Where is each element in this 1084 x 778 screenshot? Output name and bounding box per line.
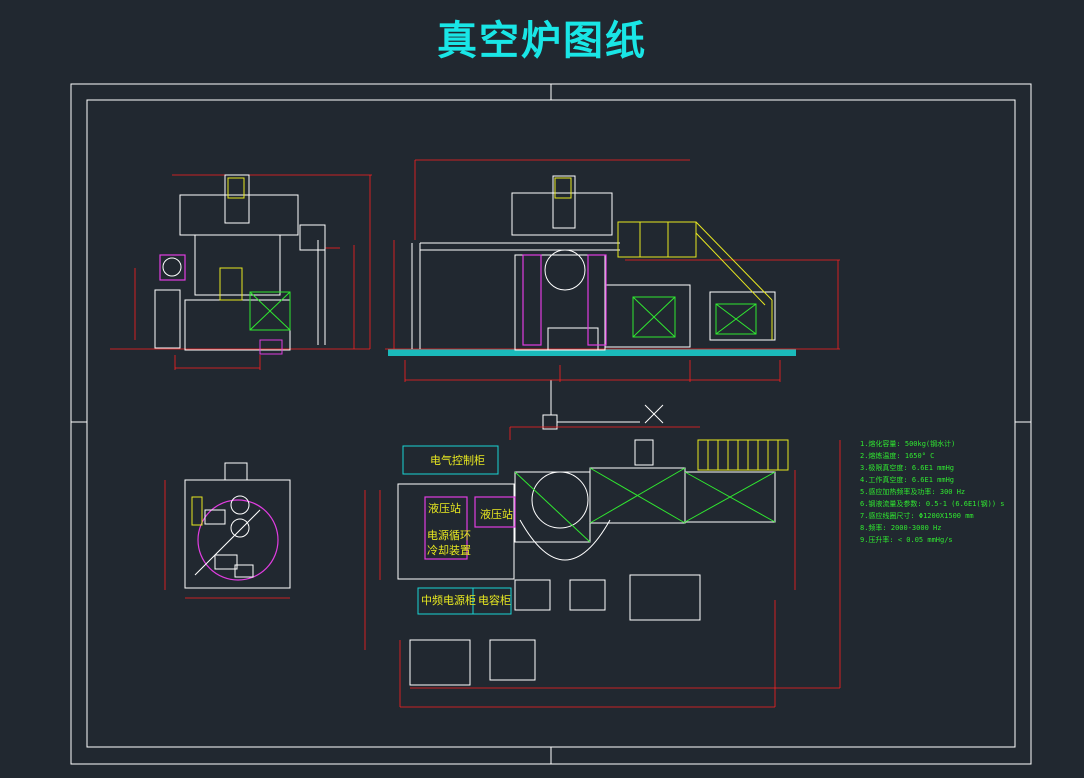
spec-note: 3.极限真空度: 6.6E1 mmHg <box>860 463 954 472</box>
label-hydraulic-station-right: 液压站 <box>480 507 513 521</box>
center-marker <box>542 380 664 430</box>
top-view-small <box>164 462 291 599</box>
electric-cabinet-box <box>402 445 499 475</box>
label-cooling-device: 冷却装置 <box>427 544 471 557</box>
label-mid-freq-power: 中频电源柜 <box>421 593 476 607</box>
spec-note: 4.工作真空度: 6.6E1 mmHg <box>860 475 954 484</box>
label-hydraulic-station-left: 液压站 <box>428 501 461 515</box>
spec-note: 5.感应加热频率及功率: 300 Hz <box>860 487 965 496</box>
spec-notes: 1.熔化容量: 500kg(钢水计) 2.熔炼温度: 1650° C 3.极限真… <box>860 439 1005 544</box>
label-capacitor-cabinet: 电容柜 <box>478 593 511 607</box>
drawing-title: 真空炉图纸 <box>437 18 647 64</box>
spec-note: 2.熔炼温度: 1650° C <box>860 451 934 460</box>
side-elevation-view <box>110 174 372 370</box>
label-power-cooling: 电源循环 <box>427 528 471 542</box>
front-elevation-view <box>385 159 840 382</box>
spec-note: 8.频率: 2000-3000 Hz <box>860 523 941 532</box>
spec-note: 9.压升率: < 0.05 mmHg/s <box>860 535 953 544</box>
spec-note: 7.感应线圈尺寸: Φ1200X1500 mm <box>860 511 974 520</box>
capacitor-cabinet-box <box>472 587 512 615</box>
drawing-frame <box>70 83 1032 765</box>
spec-note: 1.熔化容量: 500kg(钢水计) <box>860 439 955 448</box>
plan-view <box>364 426 841 708</box>
label-electric-cabinet: 电气控制柜 <box>430 453 485 467</box>
spec-note: 6.钢液流量及参数: 0.5-1 (6.6E1(钢)) s <box>860 499 1005 508</box>
